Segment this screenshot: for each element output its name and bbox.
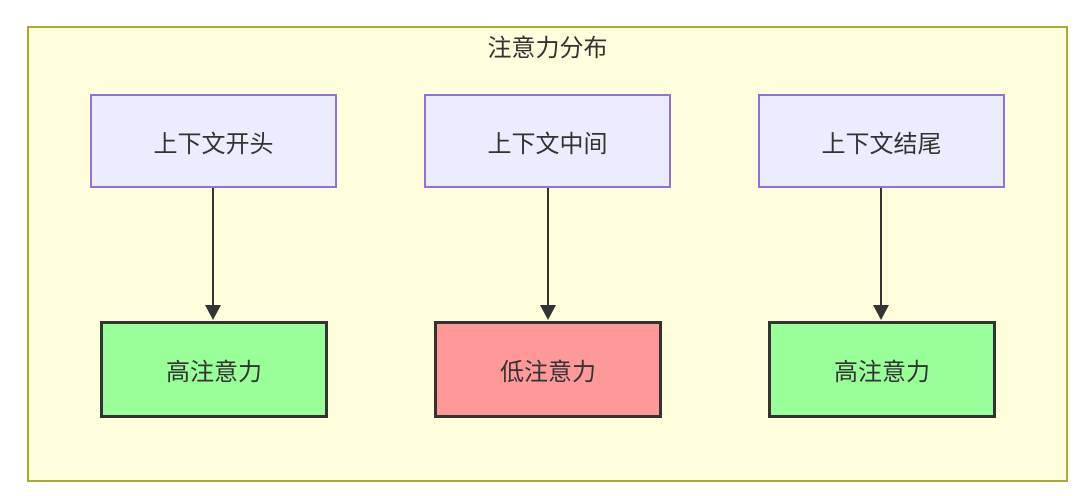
node-context-start: 上下文开头 bbox=[90, 94, 337, 188]
node-high-attention-right: 高注意力 bbox=[768, 321, 996, 418]
node-context-end: 上下文结尾 bbox=[758, 94, 1005, 188]
arrow-start-to-high-icon bbox=[212, 188, 214, 305]
node-context-middle: 上下文中间 bbox=[424, 94, 671, 188]
node-context-end-label: 上下文结尾 bbox=[821, 130, 942, 158]
arrow-end-to-high-icon bbox=[880, 188, 882, 305]
cluster-title: 注意力分布 bbox=[487, 35, 608, 62]
node-low-attention: 低注意力 bbox=[434, 321, 662, 418]
arrow-middle-to-low-icon bbox=[547, 188, 549, 305]
node-high-attention-left: 高注意力 bbox=[100, 321, 328, 418]
node-high-attention-left-label: 高注意力 bbox=[166, 359, 262, 386]
node-context-middle-label: 上下文中间 bbox=[487, 130, 608, 158]
node-low-attention-label: 低注意力 bbox=[500, 359, 596, 386]
node-high-attention-right-label: 高注意力 bbox=[834, 359, 930, 386]
node-context-start-label: 上下文开头 bbox=[153, 130, 274, 158]
